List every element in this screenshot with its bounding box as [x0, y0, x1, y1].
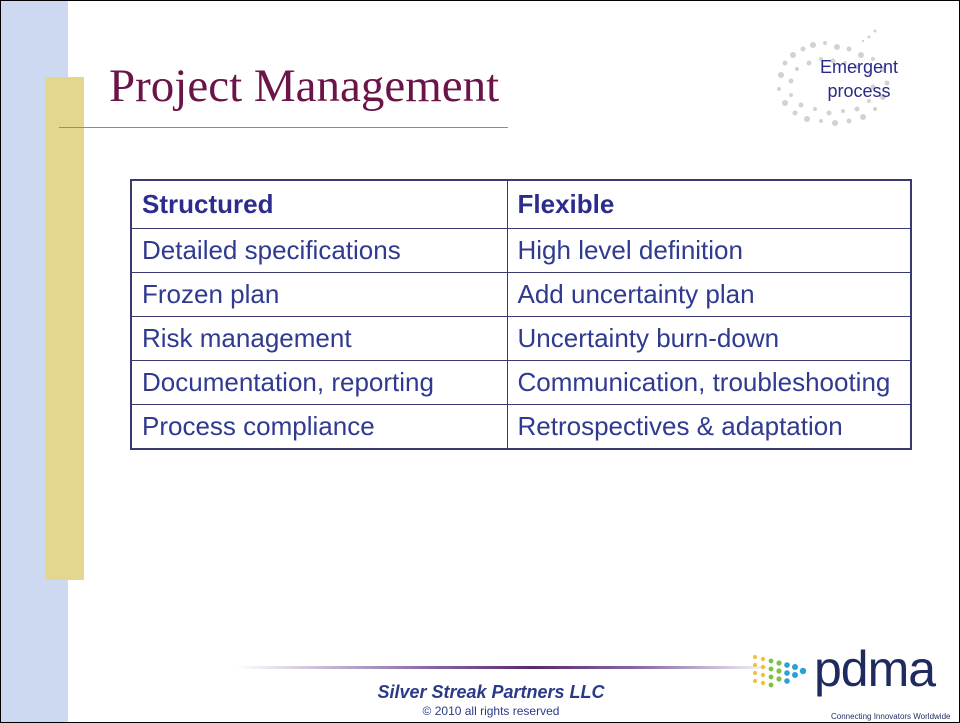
flexible-cell: High level definition — [506, 228, 912, 273]
title-underline — [59, 127, 508, 128]
copyright-notice: © 2010 all rights reserved — [422, 704, 560, 718]
header-structured: Structured — [130, 179, 508, 229]
structured-cell: Frozen plan — [130, 272, 508, 317]
structured-cell: Process compliance — [130, 404, 508, 450]
structured-cell: Documentation, reporting — [130, 360, 508, 405]
pdma-arrow-icon — [753, 655, 807, 688]
table-row: Frozen plan Add uncertainty plan — [130, 272, 912, 317]
flexible-cell: Add uncertainty plan — [506, 272, 912, 317]
flexible-cell: Uncertainty burn-down — [506, 316, 912, 361]
table-row: Process compliance Retrospectives & adap… — [130, 404, 912, 450]
gold-accent-bar — [45, 77, 84, 580]
structured-cell: Detailed specifications — [130, 228, 508, 273]
flexible-cell: Retrospectives & adaptation — [506, 404, 912, 450]
pdma-wordmark: pdma — [814, 641, 936, 697]
emergent-cloud-graphic — [777, 29, 890, 126]
pdma-tagline: Connecting Innovators Worldwide — [831, 712, 951, 721]
company-name: Silver Streak Partners LLC — [377, 682, 605, 702]
comparison-table: Structured Flexible Detailed specificati… — [130, 179, 912, 450]
structured-cell: Risk management — [130, 316, 508, 361]
slide-title: Project Management — [109, 60, 500, 112]
footer-divider — [236, 666, 776, 669]
pdma-logo: pdma Connecting Innovators Worldwide — [751, 639, 951, 721]
table-header-row: Structured Flexible — [130, 179, 912, 229]
flexible-cell: Communication, troubleshooting — [506, 360, 912, 405]
table-row: Documentation, reporting Communication, … — [130, 360, 912, 405]
emergent-process-label: Emergent process — [819, 57, 899, 101]
table-row: Risk management Uncertainty burn-down — [130, 316, 912, 361]
header-flexible: Flexible — [506, 179, 912, 229]
table-row: Detailed specifications High level defin… — [130, 228, 912, 273]
